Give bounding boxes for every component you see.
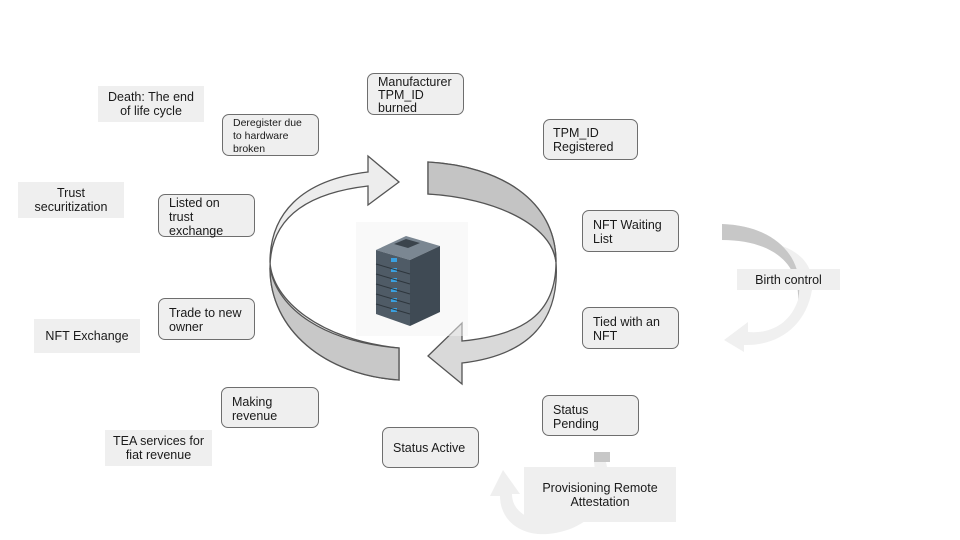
note-nft-exchange: NFT Exchange bbox=[34, 319, 140, 353]
note-death: Death: The end of life cycle bbox=[98, 86, 204, 122]
note-tea-services: TEA services for fiat revenue bbox=[105, 430, 212, 466]
note-provisioning: Provisioning Remote Attestation bbox=[524, 467, 676, 522]
stage-manufacturer: Manufacturer TPM_ID burned bbox=[367, 73, 464, 115]
stage-status-pending: Status Pending bbox=[542, 395, 639, 436]
birth-control-arrow bbox=[722, 224, 813, 352]
stage-making-revenue: Making revenue bbox=[221, 387, 319, 428]
stage-status-active: Status Active bbox=[382, 427, 479, 468]
stage-listed-trust-exchange: Listed on trust exchange bbox=[158, 194, 255, 238]
server-rack-icon bbox=[356, 222, 468, 336]
note-birth-control: Birth control bbox=[737, 269, 840, 290]
note-trust-securitization: Trust securitization bbox=[18, 182, 124, 218]
stage-deregister: Deregister due to hardware broken bbox=[222, 114, 319, 156]
stage-tied-with-nft: Tied with an NFT bbox=[582, 307, 679, 349]
stage-nft-waiting-list: NFT Waiting List bbox=[582, 210, 679, 252]
stage-trade-new-owner: Trade to new owner bbox=[158, 298, 255, 340]
stage-tpm-registered: TPM_ID Registered bbox=[543, 119, 638, 160]
